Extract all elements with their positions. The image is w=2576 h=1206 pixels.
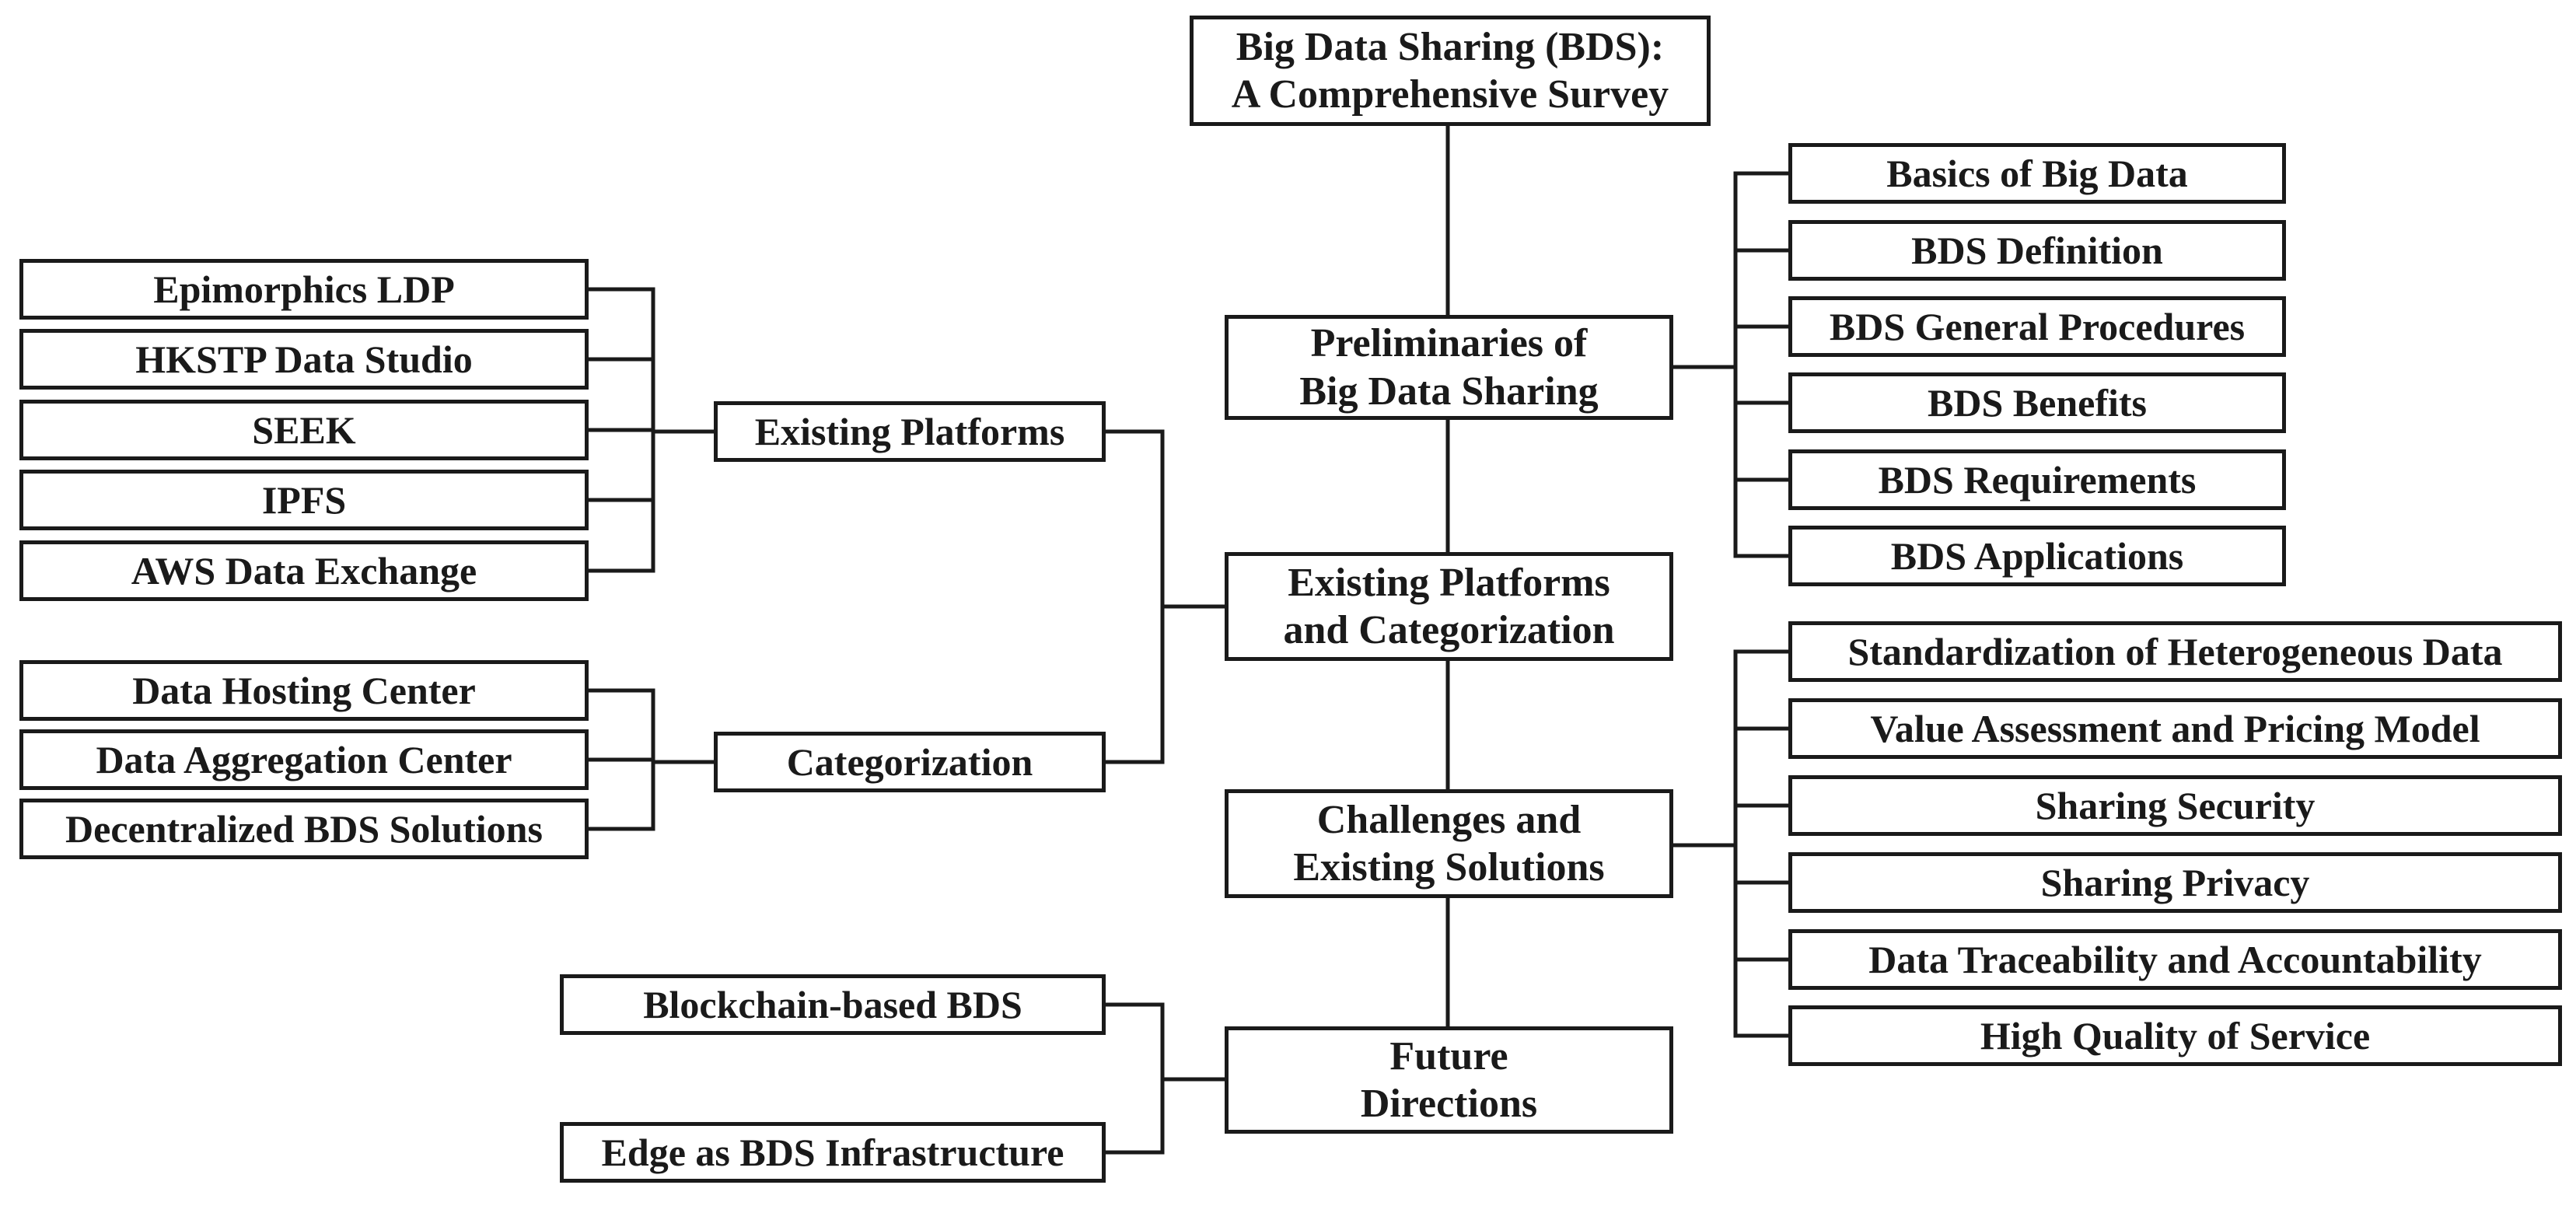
platforms-categorization-node: Existing Platforms and Categorization xyxy=(1225,552,1673,661)
preliminaries-item: BDS Definition xyxy=(1788,220,2286,281)
preliminaries-line-1: Preliminaries of xyxy=(1310,321,1588,366)
preliminaries-node: Preliminaries of Big Data Sharing xyxy=(1225,315,1673,420)
challenges-node: Challenges and Existing Solutions xyxy=(1225,789,1673,898)
platform-item: HKSTP Data Studio xyxy=(19,329,589,390)
challenges-item: Data Traceability and Accountability xyxy=(1788,929,2562,990)
preliminaries-item: BDS Applications xyxy=(1788,526,2286,586)
challenges-item: Sharing Security xyxy=(1788,775,2562,836)
categorization-item: Decentralized BDS Solutions xyxy=(19,799,589,859)
future-item: Edge as BDS Infrastructure xyxy=(560,1122,1106,1183)
categorization-item: Data Hosting Center xyxy=(19,660,589,721)
platforms-categorization-line-1: Existing Platforms xyxy=(1288,560,1610,605)
platform-item: IPFS xyxy=(19,470,589,530)
preliminaries-line-2: Big Data Sharing xyxy=(1299,369,1599,414)
platform-item: Epimorphics LDP xyxy=(19,259,589,320)
challenges-item: Standardization of Heterogeneous Data xyxy=(1788,621,2562,682)
challenges-line-2: Existing Solutions xyxy=(1293,845,1605,890)
categorization-item: Data Aggregation Center xyxy=(19,729,589,790)
challenges-item: High Quality of Service xyxy=(1788,1005,2562,1066)
future-directions-line-2: Directions xyxy=(1360,1082,1538,1126)
preliminaries-item: Basics of Big Data xyxy=(1788,143,2286,204)
root-title-line-2: A Comprehensive Survey xyxy=(1231,72,1669,117)
platforms-categorization-line-2: and Categorization xyxy=(1283,608,1615,652)
future-directions-node: Future Directions xyxy=(1225,1026,1673,1134)
future-item: Blockchain-based BDS xyxy=(560,974,1106,1035)
root-title-line-1: Big Data Sharing (BDS): xyxy=(1236,24,1665,69)
platform-item: AWS Data Exchange xyxy=(19,540,589,601)
challenges-line-1: Challenges and xyxy=(1316,797,1582,842)
platform-item: SEEK xyxy=(19,400,589,460)
future-directions-line-1: Future xyxy=(1389,1033,1508,1078)
challenges-item: Sharing Privacy xyxy=(1788,852,2562,913)
root-title-node: Big Data Sharing (BDS): A Comprehensive … xyxy=(1190,16,1711,126)
preliminaries-item: BDS Requirements xyxy=(1788,449,2286,510)
categorization-node: Categorization xyxy=(714,732,1106,792)
preliminaries-item: BDS Benefits xyxy=(1788,372,2286,433)
challenges-item: Value Assessment and Pricing Model xyxy=(1788,698,2562,759)
existing-platforms-node: Existing Platforms xyxy=(714,401,1106,462)
preliminaries-item: BDS General Procedures xyxy=(1788,296,2286,357)
